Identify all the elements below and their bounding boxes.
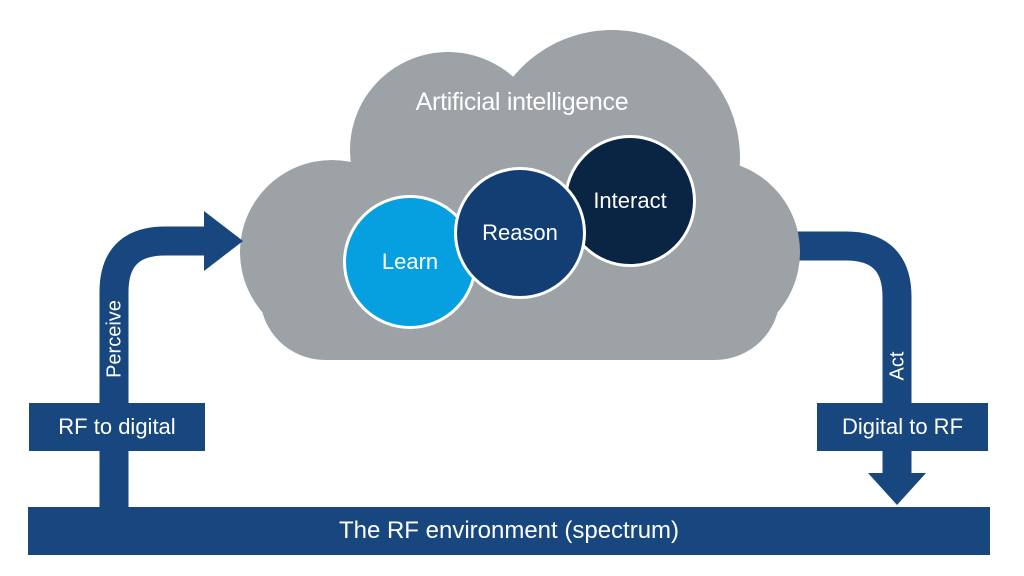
act-arrow	[790, 231, 926, 505]
act-arrow-shaft	[790, 231, 912, 474]
rf-to-digital-label: RF to digital	[58, 414, 176, 439]
perceive-arrow-label: Perceive	[103, 300, 126, 378]
learn-circle-label: Learn	[381, 249, 439, 274]
perceive-arrow	[99, 211, 243, 517]
rf-environment-label: The RF environment (spectrum)	[338, 517, 680, 544]
act-arrow-label: Act	[886, 351, 909, 381]
act-arrowhead-down-icon	[868, 473, 926, 505]
reason-circle: Reason	[454, 167, 586, 299]
rf-environment-bar: The RF environment (spectrum)	[28, 507, 990, 555]
cloud-title: Artificial intelligence	[415, 87, 629, 116]
perceive-arrowhead-right-icon	[204, 211, 243, 271]
reason-circle-label: Reason	[482, 220, 558, 245]
digital-to-rf-box: Digital to RF	[817, 403, 988, 451]
rf-to-digital-box: RF to digital	[29, 403, 205, 451]
perceive-arrow-shaft	[99, 226, 204, 517]
interact-circle-label: Interact	[593, 188, 667, 213]
digital-to-rf-label: Digital to RF	[841, 414, 964, 439]
